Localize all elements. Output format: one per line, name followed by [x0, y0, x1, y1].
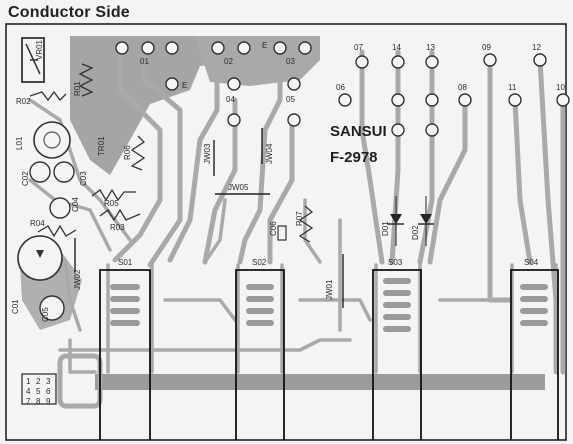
label-vr01: VR01 — [35, 39, 44, 60]
terminal-labels: 01 02 03 04 05 06 07 08 09 10 11 12 13 1… — [140, 41, 565, 104]
label-9: 9 — [46, 397, 51, 406]
label-6: 6 — [46, 387, 51, 396]
label-09: 09 — [482, 43, 491, 52]
label-4: 4 — [26, 387, 31, 396]
label-c03: C03 — [79, 171, 88, 186]
board-outline — [5, 23, 567, 441]
label-5: 5 — [36, 387, 41, 396]
label-jw02: JW02 — [73, 269, 82, 290]
brand-label: SANSUI — [330, 123, 387, 140]
label-c05: C05 — [41, 307, 50, 322]
label-r03: R03 — [110, 223, 125, 232]
label-07: 07 — [354, 43, 363, 52]
label-r06: R06 — [123, 145, 132, 160]
jumper-legend: 1 2 3 4 5 6 7 8 9 — [26, 377, 51, 406]
label-3: 3 — [46, 377, 51, 386]
label-05: 05 — [286, 95, 295, 104]
label-s04: S04 — [524, 258, 539, 267]
label-13: 13 — [426, 43, 435, 52]
switch-outlines — [99, 269, 559, 440]
label-c06: C06 — [269, 221, 278, 236]
label-r04: R04 — [30, 219, 45, 228]
label-04: 04 — [226, 95, 235, 104]
label-l01: L01 — [15, 136, 24, 150]
label-s01: S01 — [118, 258, 133, 267]
diagram-title: Conductor Side — [8, 4, 130, 21]
component-labels: VR01 R01 R02 R03 R04 R05 R06 R07 L01 TR0… — [11, 39, 539, 322]
label-2: 2 — [36, 377, 41, 386]
label-jw04: JW04 — [265, 143, 274, 164]
label-8: 8 — [36, 397, 41, 406]
label-02: 02 — [224, 57, 233, 66]
bus-connector — [57, 353, 103, 409]
board-code: F-2978 — [330, 149, 378, 166]
label-s02: S02 — [252, 258, 267, 267]
label-r05: R05 — [104, 199, 119, 208]
label-e2: E — [182, 81, 187, 90]
label-jw01: JW01 — [325, 279, 334, 300]
ground-bus — [95, 374, 545, 390]
label-e1: E — [262, 41, 267, 50]
terminal-holes — [115, 41, 570, 137]
label-01: 01 — [140, 57, 149, 66]
label-r01: R01 — [73, 81, 82, 96]
label-11: 11 — [508, 83, 517, 92]
label-06: 06 — [336, 83, 345, 92]
label-10: 10 — [556, 83, 565, 92]
label-7: 7 — [26, 397, 31, 406]
label-jw03: JW03 — [203, 143, 212, 164]
traces — [28, 45, 566, 375]
label-s03: S03 — [388, 258, 403, 267]
label-1: 1 — [26, 377, 31, 386]
label-14: 14 — [392, 43, 401, 52]
label-d02: D02 — [411, 225, 420, 240]
label-08: 08 — [458, 83, 467, 92]
label-jw05: JW05 — [228, 183, 249, 192]
label-c01: C01 — [11, 299, 20, 314]
label-tr01: TR01 — [97, 136, 106, 156]
label-d01: D01 — [381, 221, 390, 236]
label-c02: C02 — [21, 171, 30, 186]
label-r07: R07 — [295, 211, 304, 226]
label-03: 03 — [286, 57, 295, 66]
label-r02: R02 — [16, 97, 31, 106]
label-c04: C04 — [71, 197, 80, 212]
switch-pads — [110, 278, 548, 332]
label-12: 12 — [532, 43, 541, 52]
components — [17, 37, 434, 405]
